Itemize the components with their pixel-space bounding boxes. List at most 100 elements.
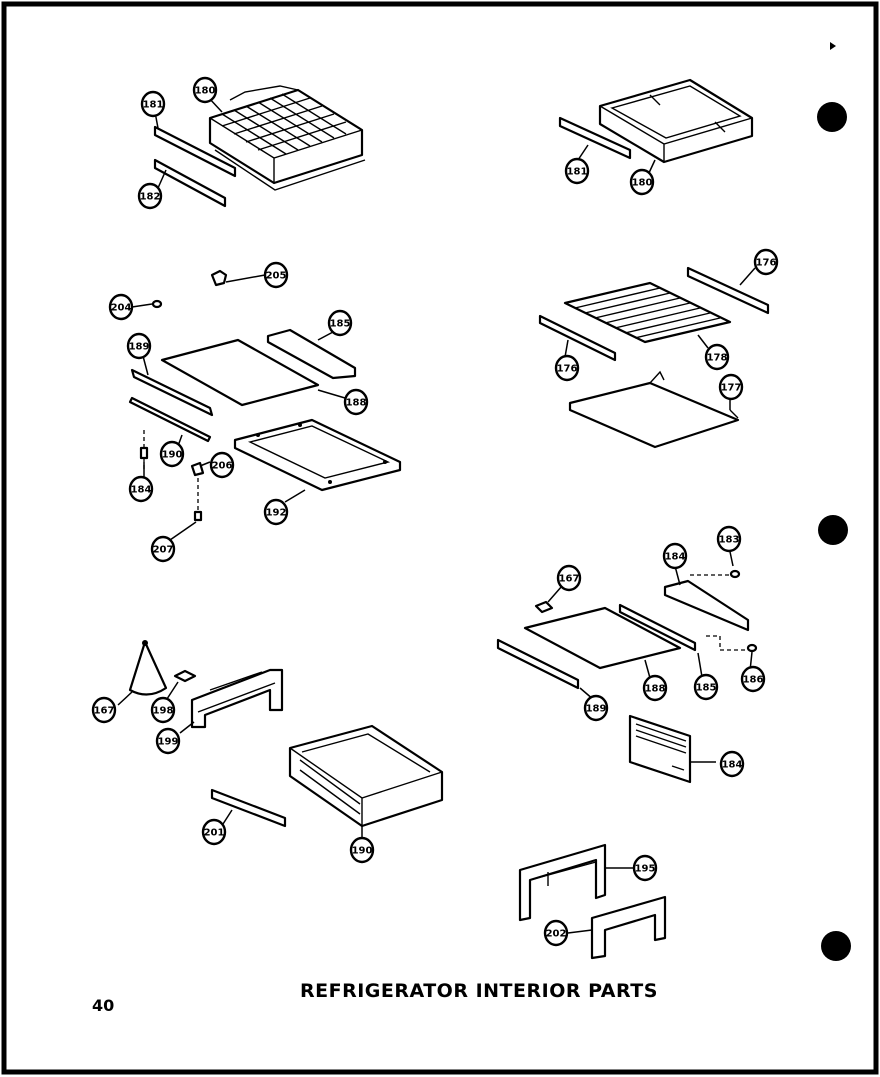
callout-label: 185 [330,319,351,330]
part-callout-205: 205 [263,261,289,289]
part-callout-204: 204 [108,293,134,321]
thermostat-knob [128,640,168,696]
callout-circle [150,535,176,563]
control-bracket [173,669,197,683]
callout-label: 184 [131,485,152,496]
callout-label: 182 [140,192,161,203]
callout-circle [201,818,227,846]
crisper-pan [598,78,754,164]
callout-label: 184 [665,552,686,563]
wire-shelf-rail-right [686,266,770,315]
callout-circle [159,440,185,468]
callout-circle [343,388,369,416]
part-callout-181: 181 [564,157,590,185]
callout-circle [263,261,289,289]
callout-circle [693,673,719,701]
shelf-clip [534,600,554,614]
part-callout-177: 177 [718,373,744,401]
callout-circle [632,854,658,882]
callout-label: 205 [266,271,287,282]
screw-left [139,446,149,460]
callout-circle [740,665,766,693]
callout-label: 202 [546,929,567,940]
callout-label: 189 [129,342,150,353]
callout-circle [564,157,590,185]
callout-circle [128,475,154,503]
drawer-frame [190,668,284,729]
callout-circle [556,564,582,592]
callout-label: 180 [195,86,216,97]
part-callout-202: 202 [543,919,569,947]
part-callout-186: 186 [740,665,766,693]
part-callout-195: 195 [632,854,658,882]
part-callout-185: 185 [693,673,719,701]
part-callout-176: 176 [554,354,580,382]
callout-circle [583,694,609,722]
callout-label: 207 [153,545,174,556]
part-callout-184: 184 [662,542,688,570]
callout-label: 177 [721,383,742,394]
door-panel [628,714,692,784]
callout-circle [704,343,730,371]
crisper-rail [558,116,632,160]
callout-label: 183 [719,535,740,546]
bracket-frame [518,843,607,922]
part-callout-184: 184 [128,475,154,503]
callout-circle [753,248,779,276]
callout-label: 188 [645,684,666,695]
callout-label: 206 [212,461,233,472]
part-callout-190: 190 [349,836,375,864]
callout-label: 188 [346,398,367,409]
callout-label: 167 [559,574,580,585]
callout-circle [327,309,353,337]
diagram-title: REFRIGERATOR INTERIOR PARTS [300,980,658,1002]
callout-circle [108,293,134,321]
callout-circle [543,919,569,947]
callout-label: 186 [743,675,764,686]
callout-circle [155,727,181,755]
part-callout-206: 206 [209,451,235,479]
callout-circle [718,373,744,401]
shelf-trim-front [130,368,214,417]
part-callout-199: 199 [155,727,181,755]
drawer-rail [210,788,287,828]
callout-label: 204 [111,303,132,314]
callout-label: 192 [266,508,287,519]
screw-bottom [193,510,203,522]
callout-circle [209,451,235,479]
shelf-panel [523,606,682,670]
part-callout-188: 188 [343,388,369,416]
part-callout-178: 178 [704,343,730,371]
part-callout-181: 181 [140,90,166,118]
callout-circle [126,332,152,360]
part-callout-176: 176 [753,248,779,276]
part-callout-184: 184 [719,750,745,778]
callout-label: 184 [722,760,743,771]
part-callout-188: 188 [642,674,668,702]
callout-label: 195 [635,864,656,875]
callout-circle [263,498,289,526]
part-callout-182: 182 [137,182,163,210]
callout-circle [662,542,688,570]
part-callout-190: 190 [159,440,185,468]
part-callout-189: 189 [583,694,609,722]
callout-label: 176 [756,258,777,269]
callout-label: 201 [204,828,225,839]
callout-circle [150,696,176,724]
shelf-strip [128,396,212,443]
part-callout-180: 180 [629,168,655,196]
part-callout-201: 201 [201,818,227,846]
clip-small [210,269,228,287]
part-callout-192: 192 [263,498,289,526]
part-callout-180: 180 [192,76,218,104]
callout-circle [91,696,117,724]
part-callout-167: 167 [91,696,117,724]
mounting-plate [590,895,667,960]
callout-label: 189 [586,704,607,715]
shelf-pin [746,643,758,653]
callout-label: 167 [94,706,115,717]
callout-label: 198 [153,706,174,717]
